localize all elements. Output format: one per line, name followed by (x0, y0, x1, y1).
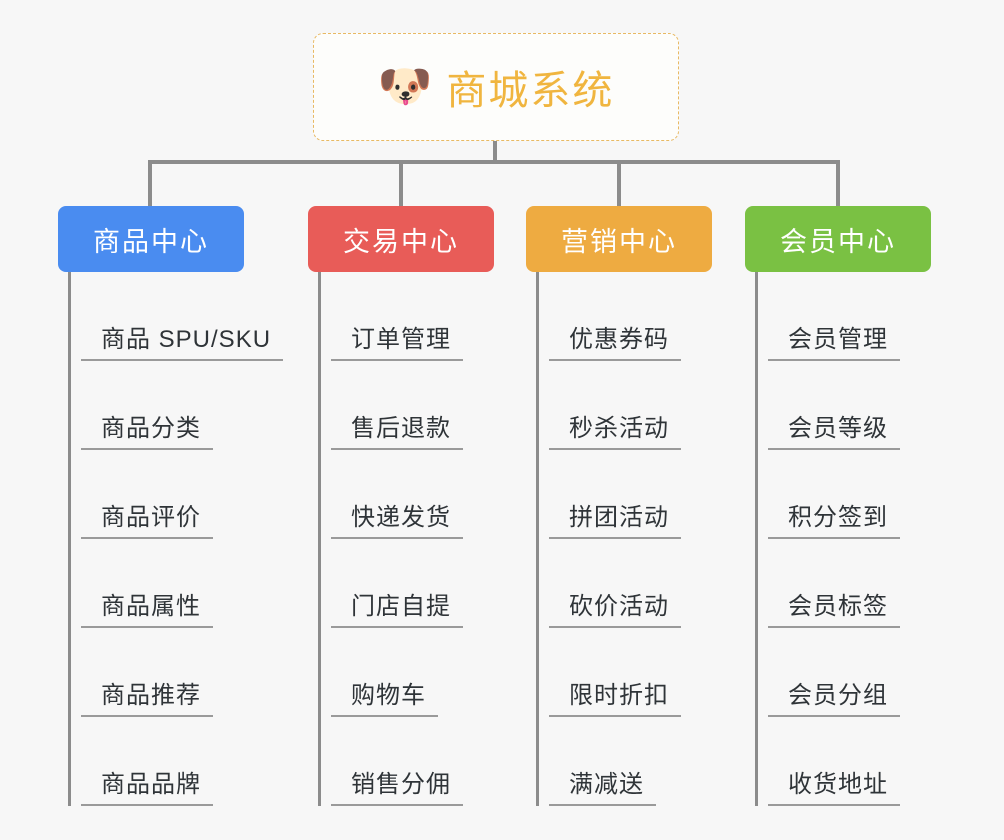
connector-horizontal-bus (148, 160, 840, 164)
leaf-item-label: 优惠券码 (549, 319, 681, 361)
leaf-item-label: 收货地址 (768, 764, 900, 806)
branch-column-2: 交易中心 订单管理售后退款快递发货门店自提购物车销售分佣 (308, 206, 494, 806)
branch-column-1: 商品中心 商品 SPU/SKU 商品分类商品评价商品属性商品推荐商品品牌 (58, 206, 284, 806)
leaf-item[interactable]: 砍价活动 (549, 539, 712, 628)
leaf-item-label: 拼团活动 (549, 497, 681, 539)
leaf-item-label: 会员管理 (768, 319, 900, 361)
leaf-item[interactable]: 优惠券码 (549, 272, 712, 361)
leaf-item[interactable]: 商品品牌 (81, 717, 244, 806)
branch-column-3: 营销中心 优惠券码秒杀活动拼团活动砍价活动限时折扣满减送 (526, 206, 712, 806)
connector-drop-4 (836, 160, 840, 206)
branch-column-4: 会员中心 会员管理会员等级积分签到会员标签会员分组收货地址 (745, 206, 931, 806)
leaf-list-4: 会员管理会员等级积分签到会员标签会员分组收货地址 (755, 272, 931, 806)
leaf-item[interactable]: 门店自提 (331, 539, 494, 628)
leaf-item[interactable]: 购物车 (331, 628, 494, 717)
leaf-item-label: 订单管理 (331, 319, 463, 361)
leaf-item[interactable]: 商品属性 (81, 539, 244, 628)
category-box-4[interactable]: 会员中心 (745, 206, 931, 272)
category-box-3[interactable]: 营销中心 (526, 206, 712, 272)
leaf-item-label: 满减送 (549, 764, 656, 806)
leaf-item-label: 售后退款 (331, 408, 463, 450)
leaf-item-label: 积分签到 (768, 497, 900, 539)
leaf-item[interactable]: 积分签到 (768, 450, 931, 539)
leaf-item-label: 限时折扣 (549, 675, 681, 717)
leaf-item[interactable]: 售后退款 (331, 361, 494, 450)
leaf-item-label: 商品属性 (81, 586, 213, 628)
leaf-item-label: 会员等级 (768, 408, 900, 450)
leaf-item[interactable]: 会员标签 (768, 539, 931, 628)
leaf-item[interactable]: 限时折扣 (549, 628, 712, 717)
leaf-list-3: 优惠券码秒杀活动拼团活动砍价活动限时折扣满减送 (536, 272, 712, 806)
leaf-item-label: 砍价活动 (549, 586, 681, 628)
leaf-item[interactable]: 秒杀活动 (549, 361, 712, 450)
leaf-item-label: 快递发货 (331, 497, 463, 539)
leaf-item[interactable]: 销售分佣 (331, 717, 494, 806)
leaf-item-label: 会员分组 (768, 675, 900, 717)
dog-face-icon: 🐶 (377, 62, 433, 111)
leaf-list-1: 商品 SPU/SKU 商品分类商品评价商品属性商品推荐商品品牌 (68, 272, 284, 806)
category-box-2[interactable]: 交易中心 (308, 206, 494, 272)
leaf-list-2: 订单管理售后退款快递发货门店自提购物车销售分佣 (318, 272, 494, 806)
leaf-item[interactable]: 会员等级 (768, 361, 931, 450)
leaf-item[interactable]: 商品 SPU/SKU (81, 272, 284, 361)
leaf-item[interactable]: 会员分组 (768, 628, 931, 717)
leaf-item-label: 门店自提 (331, 586, 463, 628)
root-node-mall-system[interactable]: 🐶 商城系统 (313, 33, 679, 141)
connector-drop-3 (617, 160, 621, 206)
leaf-item[interactable]: 拼团活动 (549, 450, 712, 539)
category-label-4: 会员中心 (780, 226, 896, 257)
category-label-1: 商品中心 (93, 226, 209, 257)
category-box-1[interactable]: 商品中心 (58, 206, 244, 272)
leaf-item[interactable]: 商品推荐 (81, 628, 244, 717)
leaf-item[interactable]: 会员管理 (768, 272, 931, 361)
leaf-item-label: 秒杀活动 (549, 408, 681, 450)
leaf-item-label: 购物车 (331, 675, 438, 717)
root-node-title: 商城系统 (446, 69, 615, 113)
leaf-item-label: 商品品牌 (81, 764, 213, 806)
leaf-item-label: 销售分佣 (331, 764, 463, 806)
leaf-item[interactable]: 满减送 (549, 717, 712, 806)
leaf-item-label: 会员标签 (768, 586, 900, 628)
leaf-item[interactable]: 订单管理 (331, 272, 494, 361)
leaf-item-label: 商品分类 (81, 408, 213, 450)
leaf-item-label: 商品评价 (81, 497, 213, 539)
leaf-item[interactable]: 商品评价 (81, 450, 244, 539)
leaf-item[interactable]: 商品分类 (81, 361, 244, 450)
category-label-2: 交易中心 (343, 226, 459, 257)
category-label-3: 营销中心 (561, 226, 677, 257)
connector-drop-1 (148, 160, 152, 206)
leaf-item[interactable]: 收货地址 (768, 717, 931, 806)
connector-drop-2 (399, 160, 403, 206)
leaf-item-label: 商品 SPU/SKU (81, 319, 284, 361)
leaf-item[interactable]: 快递发货 (331, 450, 494, 539)
connector-root-stem (493, 141, 497, 163)
leaf-item-label: 商品推荐 (81, 675, 213, 717)
